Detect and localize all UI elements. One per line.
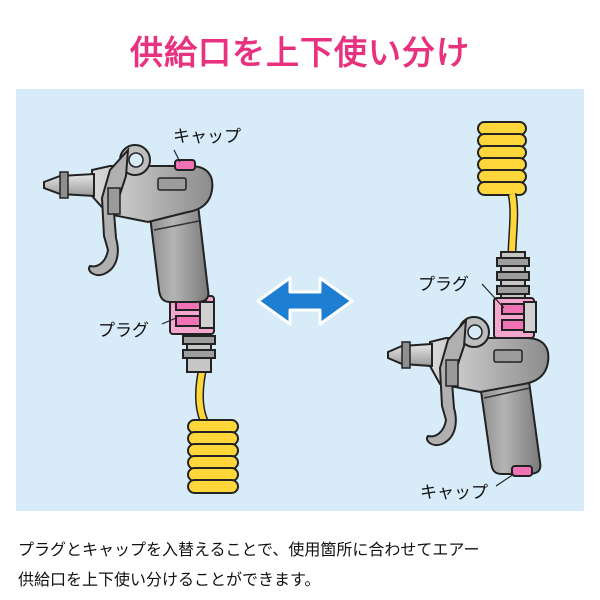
leader-lines bbox=[161, 149, 515, 487]
plug-label-right: プラグ bbox=[418, 275, 469, 295]
cap-label-left: キャップ bbox=[173, 127, 241, 147]
plug-label-left: プラグ bbox=[98, 321, 149, 341]
page-title: 供給口を上下使い分け bbox=[130, 33, 470, 72]
right-air-gun bbox=[387, 121, 550, 477]
right-plug-fitting bbox=[493, 251, 537, 339]
left-cap bbox=[174, 159, 196, 171]
left-plug-fitting bbox=[169, 295, 216, 373]
right-coil-hose bbox=[477, 121, 527, 255]
description-line-2: 供給口を上下使い分けることができます。 bbox=[18, 570, 321, 589]
cap-label-right: キャップ bbox=[420, 483, 488, 503]
left-coil-hose bbox=[187, 371, 239, 494]
swap-arrow-icon bbox=[256, 276, 354, 326]
left-air-gun bbox=[43, 144, 239, 494]
right-cap bbox=[511, 465, 533, 477]
description: プラグとキャップを入替えることで、使用箇所に合わせてエアー 供給口を上下使い分け… bbox=[18, 535, 586, 595]
description-line-1: プラグとキャップを入替えることで、使用箇所に合わせてエアー bbox=[18, 540, 480, 559]
